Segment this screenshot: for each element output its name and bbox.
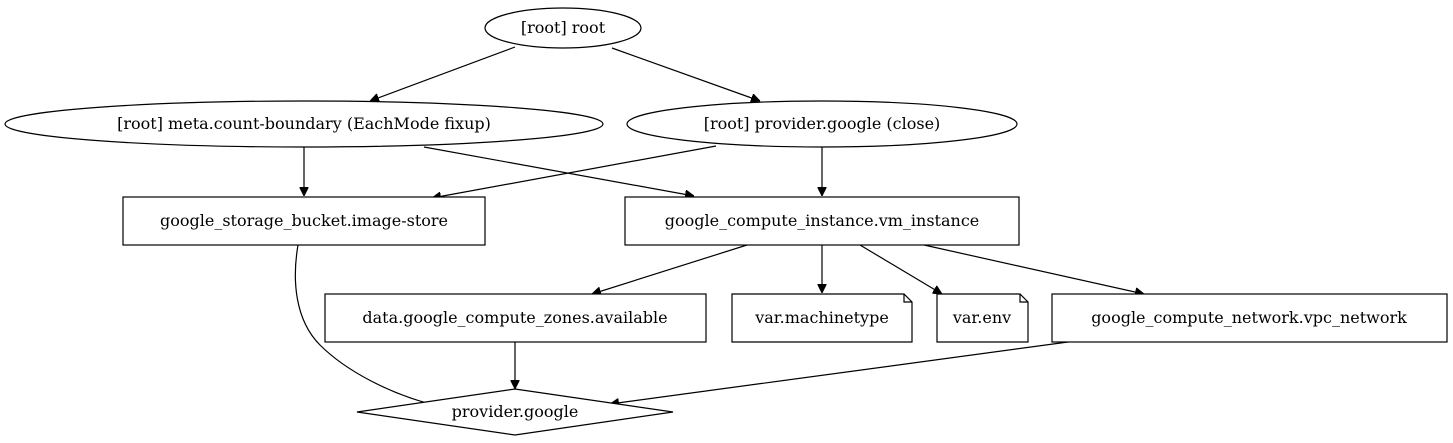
edge-root-to-meta-count-boundary xyxy=(370,46,516,101)
node-meta-count-boundary: [root] meta.count-boundary (EachMode fix… xyxy=(4,100,604,148)
node-provider-google-label: provider.google xyxy=(452,402,579,421)
node-provider-google-close-label: [root] provider.google (close) xyxy=(704,114,941,133)
node-var-machinetype: var.machinetype xyxy=(731,293,913,343)
node-storage-bucket-label: google_storage_bucket.image-store xyxy=(160,211,448,230)
node-compute-instance: google_compute_instance.vm_instance xyxy=(624,196,1020,246)
node-var-machinetype-label: var.machinetype xyxy=(754,308,889,327)
edge-meta-count-boundary-to-compute-instance xyxy=(423,146,694,196)
node-var-env-label: var.env xyxy=(952,308,1011,327)
node-root-label: [root] root xyxy=(521,18,606,37)
edge-storage-bucket-to-provider-google xyxy=(294,244,442,407)
edge-compute-instance-to-vpc-network xyxy=(923,244,1144,294)
node-compute-zones-label: data.google_compute_zones.available xyxy=(362,308,667,327)
node-var-env: var.env xyxy=(936,293,1029,343)
node-compute-instance-label: google_compute_instance.vm_instance xyxy=(665,211,980,230)
node-provider-google-close: [root] provider.google (close) xyxy=(626,100,1018,148)
node-compute-zones: data.google_compute_zones.available xyxy=(324,293,707,343)
node-storage-bucket: google_storage_bucket.image-store xyxy=(122,196,486,246)
node-provider-google: provider.google xyxy=(356,388,674,436)
node-root: [root] root xyxy=(484,7,642,49)
edges xyxy=(294,46,1144,407)
edge-root-to-provider-google-close xyxy=(611,47,760,101)
edge-provider-google-close-to-storage-bucket xyxy=(432,145,717,198)
node-vpc-network: google_compute_network.vpc_network xyxy=(1051,293,1448,343)
edge-compute-instance-to-var-env xyxy=(859,244,942,294)
edge-vpc-network-to-provider-google xyxy=(610,341,1069,404)
node-vpc-network-label: google_compute_network.vpc_network xyxy=(1091,308,1407,327)
node-meta-count-boundary-label: [root] meta.count-boundary (EachMode fix… xyxy=(117,114,491,133)
edge-compute-instance-to-compute-zones xyxy=(592,244,748,294)
